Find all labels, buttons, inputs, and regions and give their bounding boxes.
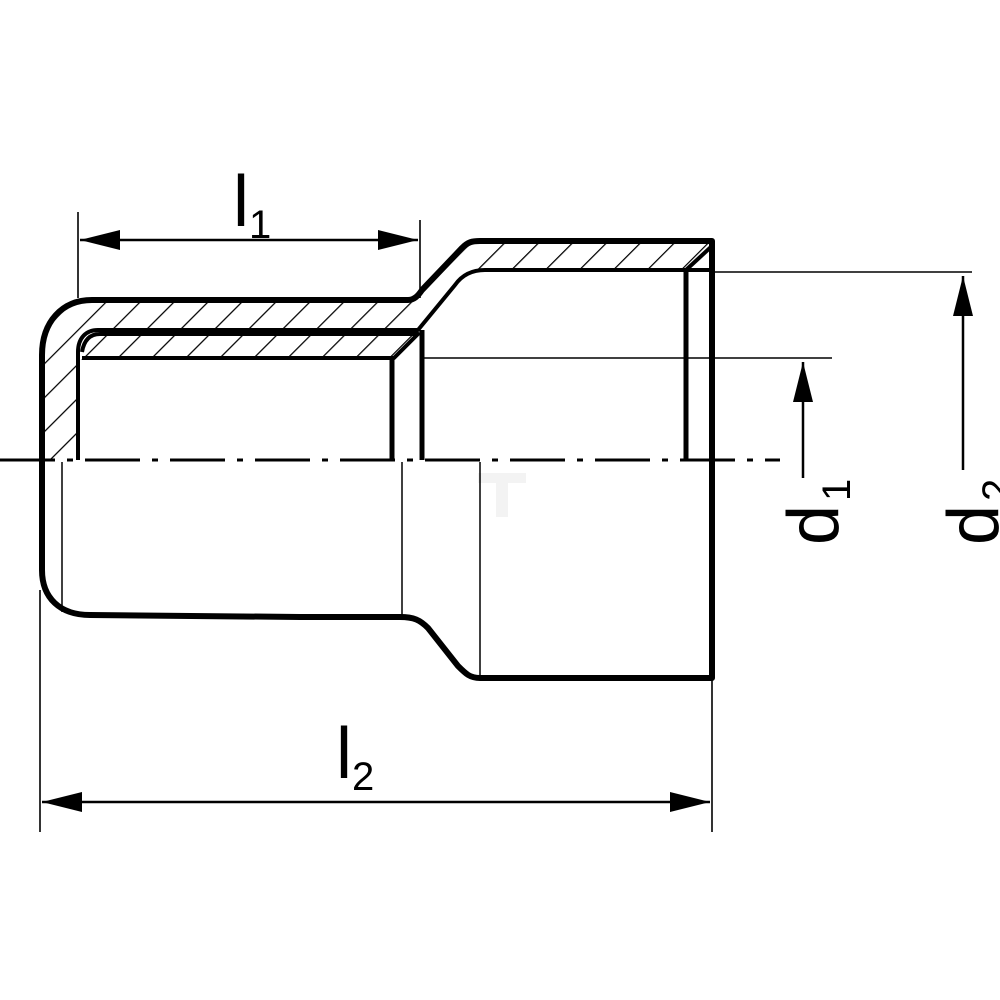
outer-sleeve-section [42,242,712,460]
label-d1: d1 [774,479,859,545]
outer-contour [39,238,715,681]
inner-tube-section [78,332,420,360]
watermark-logo [478,473,526,517]
label-l1: l1 [233,162,271,247]
extension-lines [39,212,972,832]
sleeve-mouth-bevel [684,244,714,272]
label-d2: d2 [934,479,1000,545]
inner-tube-contour [80,332,420,360]
label-l2: l2 [336,714,374,799]
dimension-lines [42,230,973,812]
ferrule-body [39,238,715,681]
outer-sleeve-inner-contour [76,268,712,460]
